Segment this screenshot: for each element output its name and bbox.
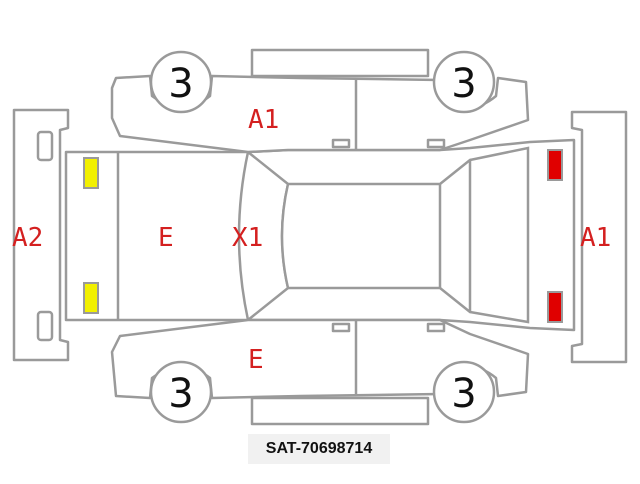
vehicle-code: SAT-70698714 (248, 434, 390, 464)
damage-label-front-door-bottom: E (248, 345, 264, 375)
tire-rear-right-circle (432, 360, 496, 424)
door-handle-top-rear (426, 138, 446, 149)
taillight-marker-bottom (547, 291, 563, 323)
damage-label-front-door-top: A1 (248, 105, 279, 135)
tire-front-left-circle (149, 50, 213, 114)
front-bumper-slot-bottom (36, 310, 54, 342)
door-handle-bottom-front (331, 322, 351, 333)
roof-rail-top (250, 48, 430, 78)
taillight-marker-top (547, 149, 563, 181)
tire-rear-left-grade: 3 (451, 61, 476, 107)
door-handle-bottom-rear (426, 322, 446, 333)
roof-outline (280, 158, 472, 314)
tire-front-left-grade: 3 (168, 61, 193, 107)
tire-front-right-grade: 3 (168, 371, 193, 417)
front-bumper-outline (12, 108, 70, 362)
front-bumper-slot-top (36, 130, 54, 162)
rear-bumper-outline (570, 110, 628, 364)
roof-rail-bottom (250, 396, 430, 426)
damage-label-windshield: X1 (232, 223, 263, 253)
damage-label-front-bumper: A2 (12, 223, 43, 253)
damage-label-rear-bumper: A1 (580, 223, 611, 253)
tire-rear-left-circle (432, 50, 496, 114)
headlight-marker-top (83, 157, 99, 189)
damage-label-hood: E (158, 223, 174, 253)
door-handle-top-front (331, 138, 351, 149)
tire-rear-right-grade: 3 (451, 371, 476, 417)
tire-front-right-circle (149, 360, 213, 424)
headlight-marker-bottom (83, 282, 99, 314)
